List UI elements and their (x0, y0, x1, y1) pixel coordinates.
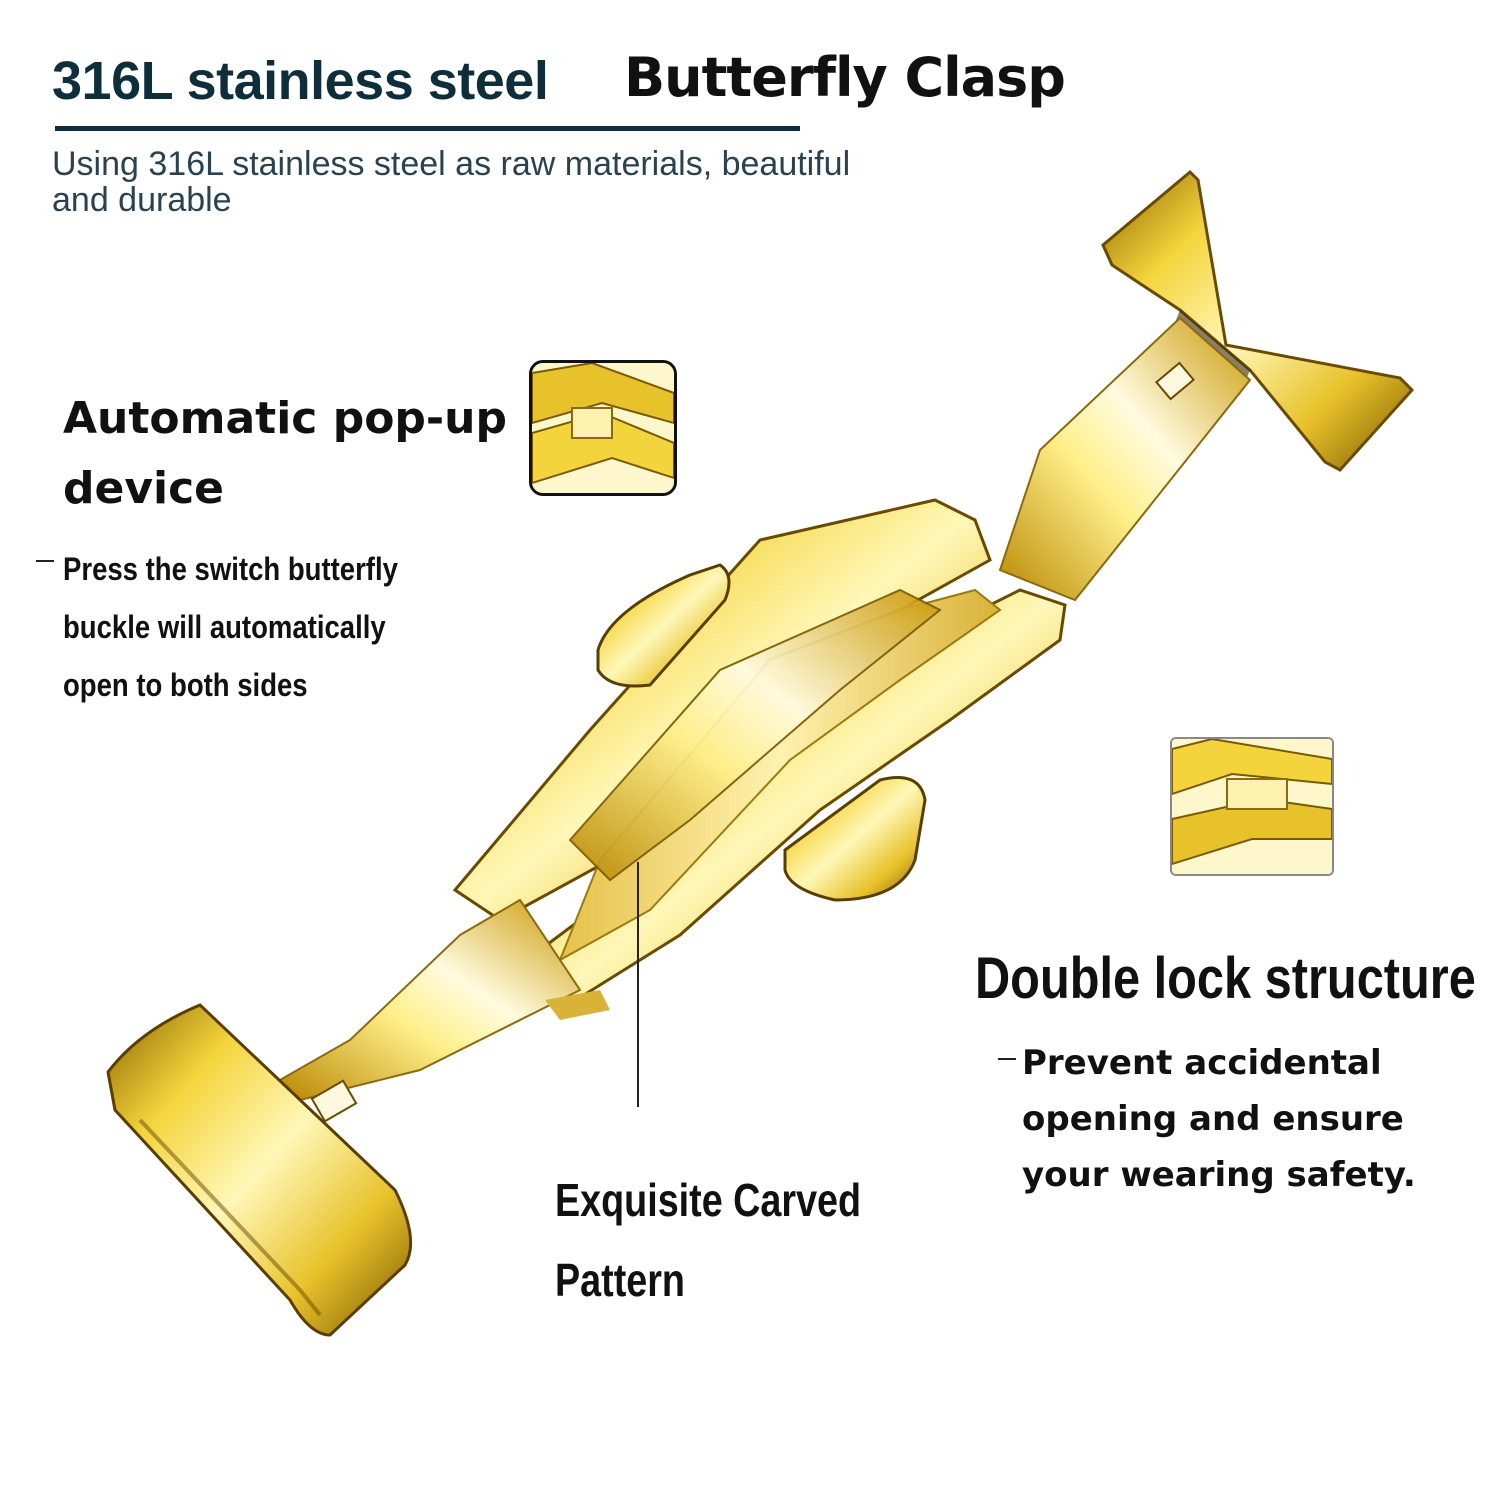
double-lock-body-line3: your wearing safety. (1022, 1155, 1416, 1195)
auto-popup-body-line1: Press the switch butterfly (63, 551, 398, 587)
double-lock-body-line1: Prevent accidental (1022, 1043, 1382, 1083)
auto-popup-heading-line2: device (63, 463, 225, 514)
double-lock-dash (998, 1058, 1016, 1060)
upper-strap (998, 316, 1252, 602)
subtitle: Using 316L stainless steel as raw materi… (52, 145, 851, 219)
popup-detail-inset (529, 360, 677, 496)
double-lock-body-line2: opening and ensure (1022, 1099, 1404, 1139)
title-underline (55, 126, 800, 131)
auto-popup-heading: Automatic pop-up device (63, 384, 523, 524)
carved-pattern-line2: Pattern (555, 1254, 685, 1306)
double-lock-heading: Double lock structure (975, 946, 1476, 1011)
carved-pattern-label: Exquisite Carved Pattern (555, 1160, 861, 1320)
auto-popup-heading-line1: Automatic pop-up (63, 393, 507, 444)
title-material: 316L stainless steel (52, 51, 549, 111)
auto-popup-body-line2: buckle will automatically (63, 609, 386, 645)
title-product: Butterfly Clasp (624, 46, 1066, 109)
lower-t-end (106, 1003, 413, 1337)
auto-popup-body-line3: open to both sides (63, 667, 308, 703)
auto-popup-dash (36, 560, 54, 562)
carved-pattern-pointer-line (637, 862, 639, 1107)
clasp-main-body (452, 498, 1067, 1013)
lower-strap (278, 898, 582, 1102)
double-lock-detail-inset (1170, 737, 1334, 876)
auto-popup-body: Press the switch butterfly buckle will a… (63, 540, 493, 714)
double-lock-body: Prevent accidental opening and ensure yo… (1022, 1035, 1482, 1203)
carved-pattern-line1: Exquisite Carved (555, 1174, 862, 1226)
